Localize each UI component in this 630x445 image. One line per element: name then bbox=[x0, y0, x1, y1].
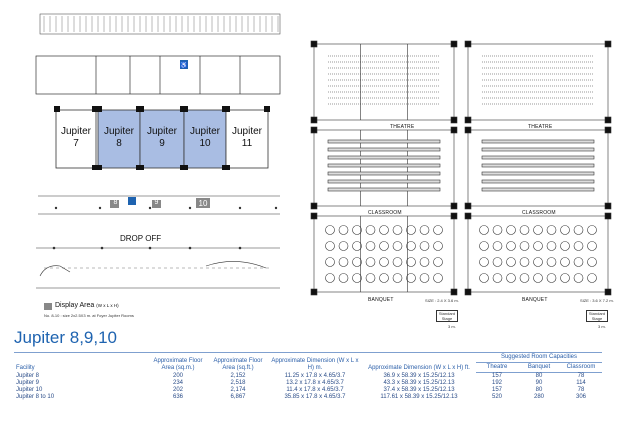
table-cell: 114 bbox=[576, 380, 586, 386]
capacity-table-body: Jupiter 8 200 2,152 11.25 x 17.8 x 4.65/3.7… bbox=[14, 373, 602, 402]
col-area-sqft: Approximate Floor Area (sq.ft.) bbox=[213, 357, 263, 371]
table-cell: 2,152 bbox=[230, 372, 246, 379]
col-theatre: Theatre bbox=[476, 362, 518, 373]
table-cell: 43.3 x 58.39 x 15.25/12.13 bbox=[383, 380, 455, 386]
table-cell: 157 bbox=[491, 387, 502, 393]
svg-text:♿: ♿ bbox=[180, 61, 188, 69]
stage-dim-right: 3 m. bbox=[598, 324, 606, 329]
theatre-label-left: THEATRE bbox=[390, 124, 415, 130]
table-cell: 80 bbox=[535, 373, 543, 379]
table-cell: 35.85 x 17.8 x 4.65/3.7 bbox=[284, 394, 346, 400]
display-marker-9: 9 bbox=[154, 199, 159, 206]
table-cell: 280 bbox=[533, 394, 544, 400]
col-area-sqm: Approximate Floor Area (sq.m.) bbox=[153, 357, 203, 371]
classroom-label-left: CLASSROOM bbox=[368, 210, 402, 216]
banquet-size-left: SIZE : 2.4 X 3.6 m. bbox=[425, 298, 459, 303]
table-cell: 520 bbox=[491, 394, 502, 400]
table-cell: 11.25 x 17.8 x 4.65/3.7 bbox=[284, 372, 346, 379]
stage-dim-left: 3 m. bbox=[448, 324, 456, 329]
floor-plan: ♿ bbox=[35, 13, 281, 289]
col-banquet: Banquet bbox=[518, 362, 560, 373]
table-cell: Jupiter 8 bbox=[16, 372, 40, 379]
drop-off-label: DROP OFF bbox=[120, 234, 162, 243]
group-header-capacities: Suggested Room Capacities bbox=[476, 352, 602, 363]
capacity-table: Facility Approximate Floor Area (sq.m.) … bbox=[14, 352, 602, 401]
col-classroom: Classroom bbox=[560, 362, 602, 373]
table-cell: 200 bbox=[172, 372, 183, 379]
table-cell: 11.4 x 17.8 x 4.65/3.7 bbox=[286, 387, 344, 393]
table-cell: 2,518 bbox=[230, 380, 246, 386]
display-marker-10: 10 bbox=[198, 199, 208, 208]
stage-box-left: Standard Stage bbox=[436, 310, 458, 322]
banquet-label-right: BANQUET bbox=[522, 297, 548, 303]
table-row: Jupiter 8 to 10 636 6,867 35.85 x 17.8 x 4.… bbox=[14, 394, 602, 401]
banquet-label-left: BANQUET bbox=[368, 297, 394, 303]
stage-box-right: Standard Stage bbox=[586, 310, 608, 322]
legend-label: Display Area (W x L x H) bbox=[55, 302, 119, 309]
table-cell: 13.2 x 17.8 x 4.65/3.7 bbox=[286, 380, 344, 386]
table-cell: 2,174 bbox=[230, 387, 246, 393]
col-dim-ft: Approximate Dimension (W x L x H) ft. bbox=[368, 364, 470, 371]
col-dim-m: Approximate Dimension (W x L x H) m. bbox=[271, 357, 359, 371]
table-cell: 234 bbox=[172, 380, 183, 386]
table-cell: 80 bbox=[535, 387, 543, 393]
classroom-label-right: CLASSROOM bbox=[522, 210, 556, 216]
table-row: Jupiter 10 202 2,174 11.4 x 17.8 x 4.65/3.7… bbox=[14, 387, 602, 394]
table-cell: 306 bbox=[575, 394, 586, 400]
theatre-label-right: THEATRE bbox=[528, 124, 553, 130]
table-cell: 37.4 x 58.39 x 15.25/12.13 bbox=[383, 387, 455, 393]
col-facility: Facility bbox=[16, 364, 35, 371]
table-cell: 192 bbox=[491, 380, 502, 386]
layout-diagrams bbox=[310, 40, 612, 296]
table-cell: 6,867 bbox=[230, 394, 246, 400]
table-row: Jupiter 9 234 2,518 13.2 x 17.8 x 4.65/3.7 4… bbox=[14, 380, 602, 387]
table-cell: 157 bbox=[491, 373, 502, 379]
table-cell: 202 bbox=[172, 387, 183, 393]
table-cell: 117.61 x 58.39 x 15.25/12.13 bbox=[380, 394, 458, 400]
display-marker-8: 8 bbox=[113, 199, 118, 206]
table-cell: 78 bbox=[577, 373, 585, 379]
display-area-swatch bbox=[44, 303, 52, 310]
table-cell: Jupiter 8 to 10 bbox=[16, 394, 55, 400]
page-title: Jupiter 8,9,10 bbox=[14, 328, 118, 347]
banquet-size-right: SIZE : 3.6 X 7.2 m. bbox=[580, 298, 614, 303]
table-row: Jupiter 8 200 2,152 11.25 x 17.8 x 4.65/3.7… bbox=[14, 373, 602, 381]
table-cell: 90 bbox=[535, 380, 543, 386]
table-cell: 36.9 x 58.39 x 15.25/12.13 bbox=[383, 372, 455, 379]
table-cell: Jupiter 9 bbox=[16, 380, 40, 386]
legend-note: No. 8-10 : size 2x2.5X3 m. at Foyer Jupi… bbox=[44, 313, 134, 318]
table-cell: 636 bbox=[172, 394, 183, 400]
table-cell: Jupiter 10 bbox=[16, 387, 43, 393]
table-cell: 78 bbox=[577, 387, 585, 393]
